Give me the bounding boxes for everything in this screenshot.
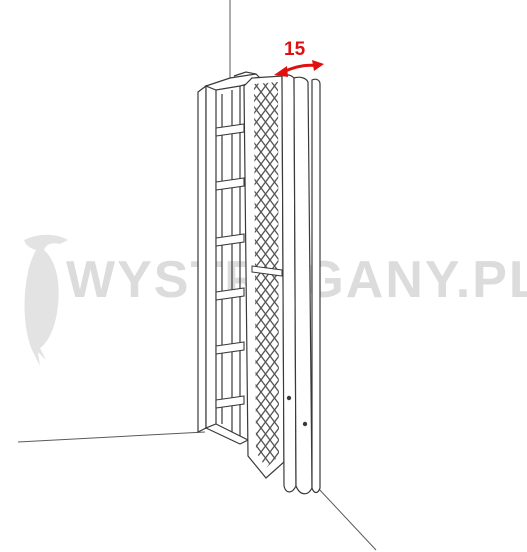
- mesh-cell: [273, 138, 279, 154]
- mesh-cell: [273, 222, 279, 238]
- mesh-cell: [257, 476, 266, 488]
- rack-left-rail-face: [205, 83, 217, 429]
- rack-left-rail: [197, 84, 207, 433]
- mesh-cell: [254, 138, 258, 154]
- double-arrow-icon: [274, 60, 324, 77]
- mesh-cell: [273, 246, 279, 262]
- mesh-crossbar: [251, 265, 283, 277]
- dimension-label: 15: [284, 39, 306, 60]
- mesh-cell: [254, 90, 258, 106]
- mesh-cell: [273, 318, 279, 334]
- mesh-cell: [254, 126, 258, 142]
- mesh-cell: [254, 258, 258, 274]
- mesh-cell: [273, 82, 279, 94]
- mesh-cell: [275, 476, 284, 488]
- floor-right-line: [317, 487, 377, 551]
- mesh-cell: [273, 342, 279, 358]
- door-panel-back: [311, 78, 321, 494]
- hinge-dot-upper: [286, 395, 292, 401]
- mesh-cell: [273, 378, 279, 394]
- mesh-cell: [254, 222, 258, 238]
- mesh-cell: [273, 366, 279, 382]
- mesh-cell: [273, 114, 279, 130]
- mesh-cell: [273, 126, 279, 142]
- mesh-cell: [254, 234, 258, 250]
- mesh-cell: [273, 258, 279, 274]
- mesh-cell: [254, 174, 258, 190]
- mesh-cell: [254, 186, 258, 202]
- mesh-cell: [248, 476, 257, 488]
- mesh-cell: [254, 198, 258, 214]
- mesh-cell: [273, 234, 279, 250]
- mesh-cell: [254, 102, 258, 118]
- rack-shelf: [215, 233, 245, 247]
- mesh-cell: [273, 450, 279, 466]
- mesh-cell: [273, 402, 279, 418]
- rack-shelves: [215, 123, 245, 409]
- mesh-cell: [273, 186, 279, 202]
- mesh-cell: [273, 438, 279, 454]
- rack-shelf: [215, 341, 245, 355]
- mesh-cell: [273, 150, 279, 166]
- door-panels: [281, 74, 321, 495]
- mesh-cell: [273, 174, 279, 190]
- rack-shelf: [215, 395, 245, 409]
- mesh-cell: [273, 90, 279, 106]
- mesh-cell: [254, 210, 258, 226]
- mesh-cell: [254, 246, 258, 262]
- mesh-cell: [254, 82, 258, 94]
- rack-frame: [197, 71, 264, 445]
- mesh-cell: [273, 426, 279, 442]
- mesh-panel: [243, 75, 285, 488]
- mesh-cell: [273, 162, 279, 178]
- mesh-cell: [273, 306, 279, 322]
- door-panel-mid: [293, 76, 313, 495]
- floor-left-line: [17, 431, 206, 443]
- rack-shelf: [215, 177, 245, 191]
- mesh-cell: [254, 162, 258, 178]
- mesh-cell: [254, 462, 258, 468]
- bird-logo-icon: [24, 234, 68, 366]
- mesh-cell: [273, 354, 279, 370]
- mesh-cell: [273, 282, 279, 298]
- mesh-cell: [273, 210, 279, 226]
- dimension-annotation: 15: [274, 39, 324, 77]
- hinge-dot-lower: [302, 421, 308, 427]
- mesh-cell: [273, 270, 279, 286]
- mesh-cell: [273, 390, 279, 406]
- mesh-cell: [254, 114, 258, 130]
- mesh-cell: [273, 330, 279, 346]
- mesh-cell: [273, 198, 279, 214]
- mesh-cell: [273, 414, 279, 430]
- rack-bottom: [204, 423, 250, 445]
- mesh-cell: [273, 294, 279, 310]
- rack-shelf: [215, 287, 245, 301]
- mesh-cell: [273, 102, 279, 118]
- mesh-cell: [254, 150, 258, 166]
- room-lines: [17, 0, 377, 551]
